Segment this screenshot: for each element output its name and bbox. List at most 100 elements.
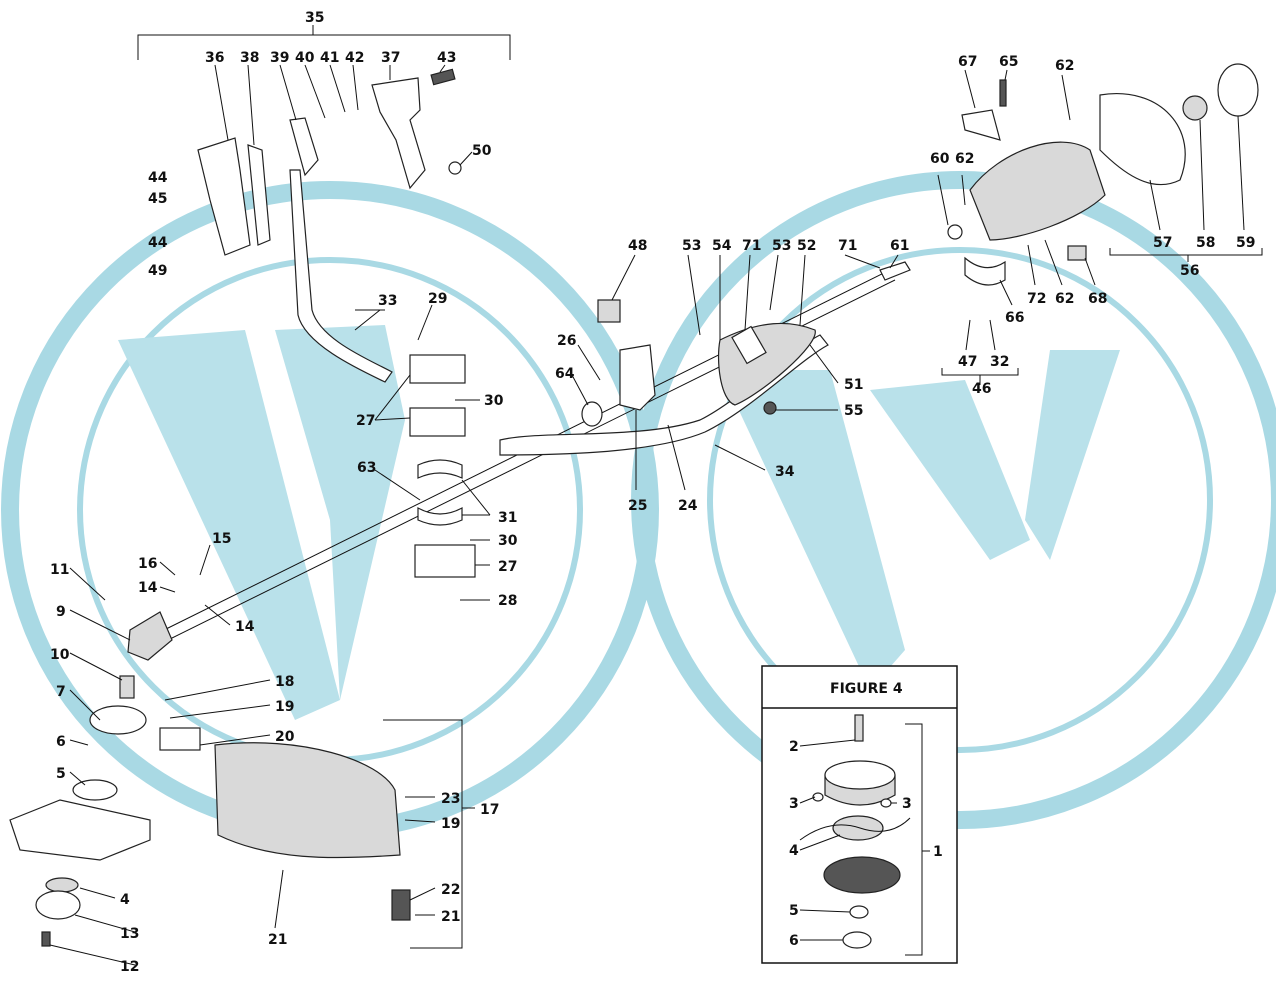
callout-19a: 19 [275, 699, 294, 715]
fig4-callout-2: 2 [789, 739, 799, 755]
callout-63: 63 [357, 460, 376, 476]
fig4-callout-3a: 3 [789, 796, 799, 812]
callout-30b: 30 [498, 533, 518, 549]
engine-assembly [879, 63, 1259, 286]
callout-60: 60 [930, 151, 950, 167]
fig4-callout-3b: 3 [902, 796, 912, 812]
figure-4-callouts: 2 3 3 4 1 5 6 [789, 739, 943, 949]
callout-71a: 71 [742, 238, 761, 254]
callout-71b: 71 [838, 238, 857, 254]
callout-18: 18 [275, 674, 294, 690]
watermark-gear-right [631, 171, 1276, 829]
callout-10: 10 [50, 647, 70, 663]
callout-39: 39 [270, 50, 289, 66]
gear-head-assembly [9, 611, 173, 947]
callout-9: 9 [56, 604, 66, 620]
callout-67: 67 [958, 54, 977, 70]
callout-5: 5 [56, 766, 66, 782]
callout-27a: 27 [356, 413, 375, 429]
callout-7: 7 [56, 684, 66, 700]
callout-44b: 44 [148, 235, 168, 251]
callout-15: 15 [212, 531, 231, 547]
callout-51: 51 [844, 377, 863, 393]
callout-53a: 53 [682, 238, 701, 254]
figure-4-leaders [799, 723, 930, 956]
callout-21a: 21 [441, 909, 460, 925]
bike-handle-tube [289, 169, 829, 456]
callout-labels: 35 36 38 39 40 41 42 37 43 50 44 45 44 4… [50, 10, 1255, 975]
fig4-callout-5: 5 [789, 903, 799, 919]
callout-20: 20 [275, 729, 295, 745]
clamp-top [409, 354, 476, 578]
callout-13: 13 [120, 926, 139, 942]
callout-37: 37 [381, 50, 400, 66]
callout-50: 50 [472, 143, 492, 159]
callout-44a: 44 [148, 170, 168, 186]
callout-65: 65 [999, 54, 1018, 70]
callout-42: 42 [345, 50, 364, 66]
callout-58: 58 [1196, 235, 1215, 251]
callout-62b: 62 [955, 151, 974, 167]
callout-24: 24 [678, 498, 698, 514]
callout-23: 23 [441, 791, 460, 807]
callout-4: 4 [120, 892, 130, 908]
callout-38: 38 [240, 50, 259, 66]
callout-40: 40 [295, 50, 315, 66]
callout-35: 35 [305, 10, 324, 26]
callout-61: 61 [890, 238, 909, 254]
callout-21b: 21 [268, 932, 287, 948]
callout-25: 25 [628, 498, 647, 514]
callout-68: 68 [1088, 291, 1107, 307]
callout-46: 46 [972, 381, 991, 397]
callout-6: 6 [56, 734, 66, 750]
callout-14a: 14 [138, 580, 158, 596]
callout-54: 54 [712, 238, 732, 254]
callout-66: 66 [1005, 310, 1024, 326]
fig4-callout-1: 1 [933, 844, 943, 860]
figure-4-inset: FIGURE 4 2 3 3 4 [761, 665, 958, 964]
trimmer-head-parts [799, 714, 911, 949]
callout-34: 34 [775, 464, 795, 480]
callout-64: 64 [555, 366, 575, 382]
callout-32: 32 [990, 354, 1009, 370]
callout-29: 29 [428, 291, 447, 307]
callout-48: 48 [628, 238, 647, 254]
figure-4-title: FIGURE 4 [830, 681, 903, 697]
callout-57: 57 [1153, 235, 1172, 251]
fig4-callout-4: 4 [789, 843, 799, 859]
callout-16: 16 [138, 556, 157, 572]
callout-36: 36 [205, 50, 224, 66]
callout-33: 33 [378, 293, 397, 309]
callout-45: 45 [148, 191, 167, 207]
callout-31: 31 [498, 510, 517, 526]
control-handle-assembly [197, 68, 462, 256]
callout-43: 43 [437, 50, 456, 66]
callout-11: 11 [50, 562, 69, 578]
callout-12: 12 [120, 959, 139, 975]
callout-62a: 62 [1055, 58, 1074, 74]
fig4-callout-6: 6 [789, 933, 799, 949]
callout-22: 22 [441, 882, 460, 898]
guard-assembly [159, 727, 411, 921]
callout-27b: 27 [498, 559, 517, 575]
callout-62c: 62 [1055, 291, 1074, 307]
callout-52: 52 [797, 238, 816, 254]
callout-19b: 19 [441, 816, 460, 832]
watermark-w-letter [118, 325, 1120, 720]
callout-14b: 14 [235, 619, 255, 635]
callout-72: 72 [1027, 291, 1046, 307]
callout-56: 56 [1180, 263, 1199, 279]
callout-55: 55 [844, 403, 863, 419]
callout-26: 26 [557, 333, 576, 349]
leader-lines [49, 25, 1263, 966]
callout-47: 47 [958, 354, 977, 370]
callout-28: 28 [498, 593, 517, 609]
callout-17: 17 [480, 802, 499, 818]
cable-parts [581, 299, 816, 427]
callout-30a: 30 [484, 393, 504, 409]
callout-49: 49 [148, 263, 167, 279]
callout-59: 59 [1236, 235, 1255, 251]
callout-41: 41 [320, 50, 339, 66]
callout-53b: 53 [772, 238, 791, 254]
